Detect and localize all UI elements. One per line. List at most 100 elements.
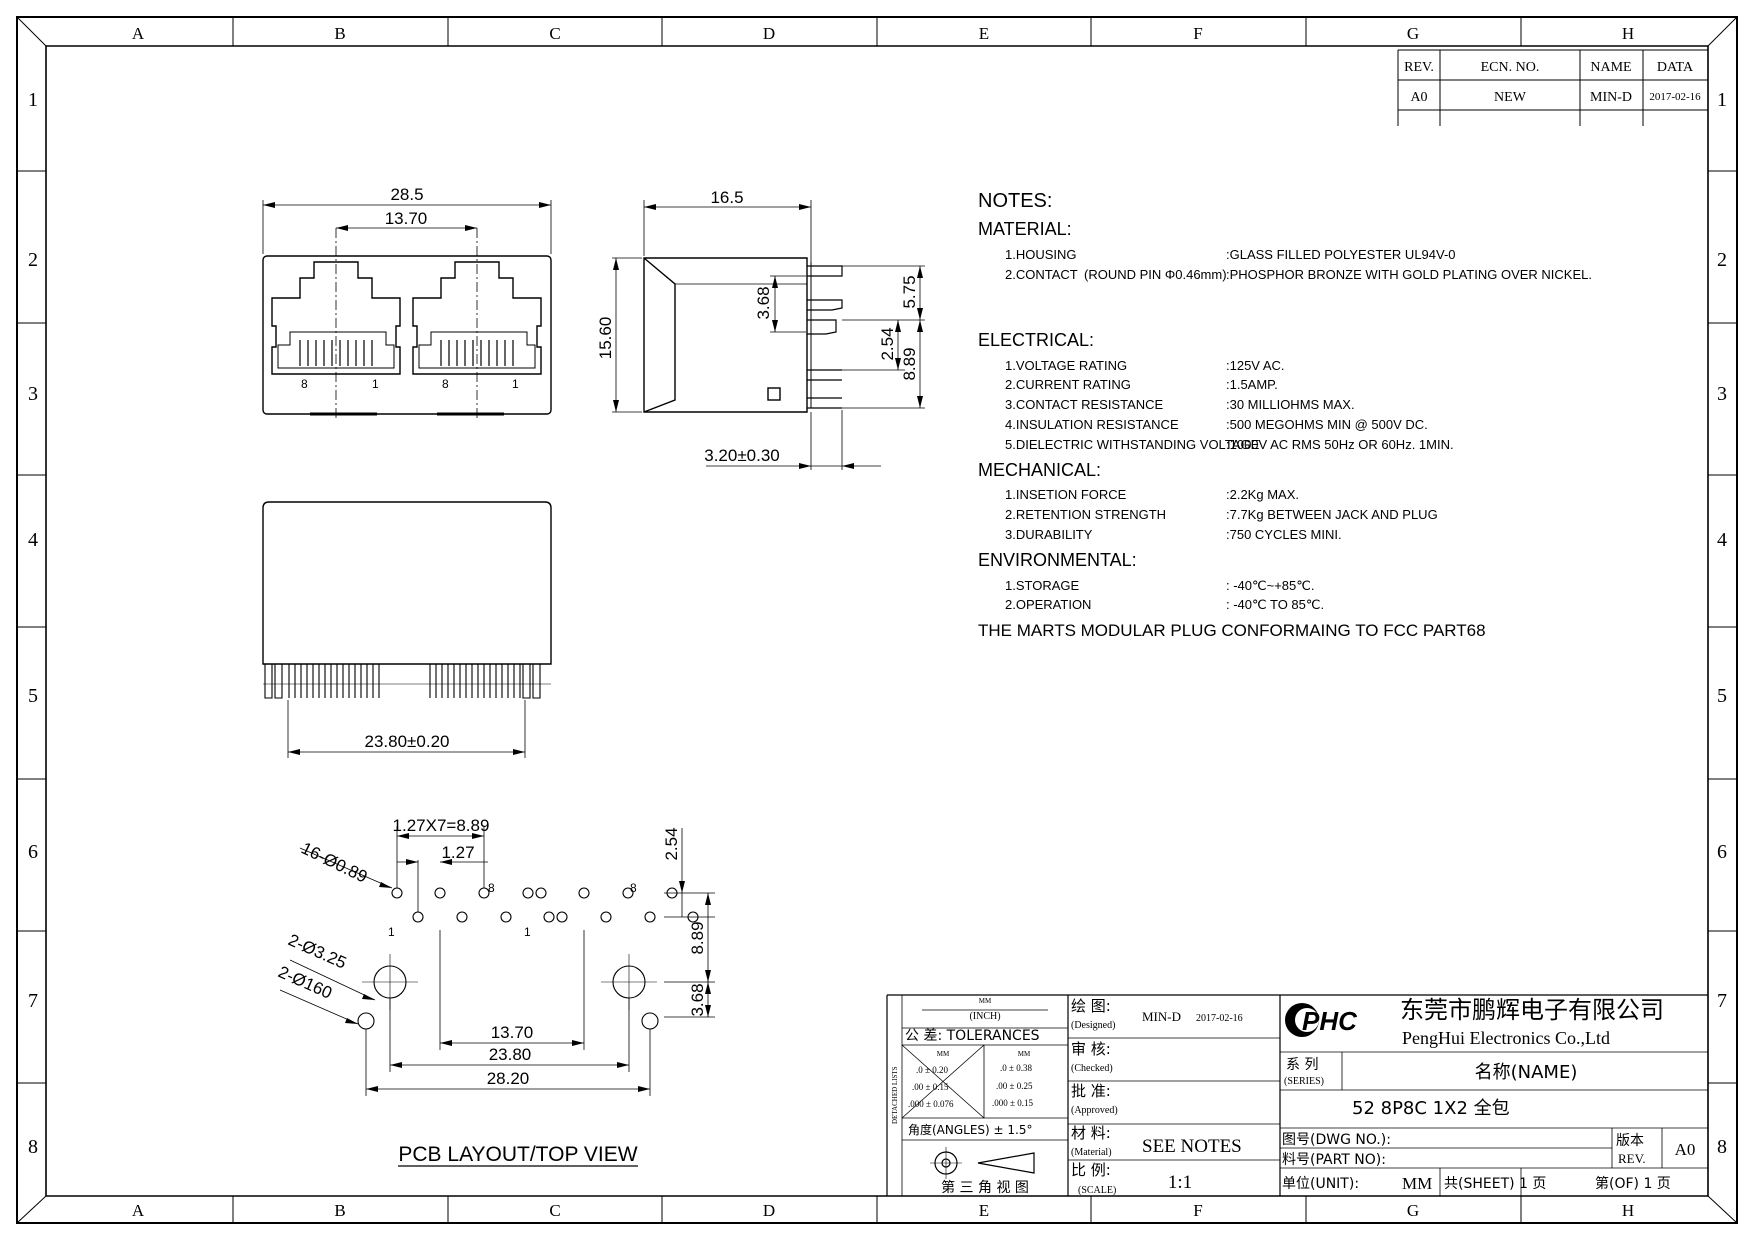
dim-side-depth: 16.5 bbox=[710, 188, 743, 207]
title-block-text: MM (INCH) 公 差: TOLERANCES MM MM .0 ± 0.2… bbox=[891, 996, 1695, 1196]
note-value: :125V AC. bbox=[1226, 358, 1285, 373]
dim-pcb-pitch: 1.27 bbox=[441, 843, 474, 862]
unit-value: MM bbox=[1402, 1174, 1432, 1193]
pin-label: 8 bbox=[442, 377, 449, 391]
approved-label-en: (Approved) bbox=[1071, 1105, 1118, 1116]
tol-value: .000 ± 0.15 bbox=[992, 1098, 1033, 1108]
pin-label: 1 bbox=[512, 377, 519, 391]
pin-label: 1 bbox=[388, 925, 395, 939]
dim-pcb-254: 2.54 bbox=[662, 827, 681, 860]
company-name-cn: 东莞市鹏辉电子有限公司 bbox=[1400, 996, 1664, 1024]
dim-side-889: 8.89 bbox=[900, 347, 919, 380]
electrical-heading: ELECTRICAL: bbox=[978, 330, 1094, 350]
note-label: 2.CURRENT RATING bbox=[1005, 377, 1131, 392]
note-label: 1.VOLTAGE RATING bbox=[1005, 358, 1127, 373]
drawn-by: MIN-D bbox=[1142, 1009, 1181, 1024]
dim-pcb-889: 8.89 bbox=[688, 921, 707, 954]
col-label: E bbox=[979, 24, 989, 43]
row-label: 8 bbox=[28, 1136, 38, 1158]
tol-value: .00 ± 0.25 bbox=[996, 1081, 1033, 1091]
dim-side-575: 5.75 bbox=[900, 275, 919, 308]
col-label: E bbox=[979, 1201, 989, 1220]
note-value: :30 MILLIOHMS MAX. bbox=[1226, 397, 1355, 412]
note-label: 2.OPERATION bbox=[1005, 597, 1091, 612]
notes-block: NOTES: MATERIAL: 1.HOUSING :GLASS FILLED… bbox=[978, 190, 1592, 640]
row-label: 2 bbox=[28, 249, 38, 271]
col-label: D bbox=[763, 24, 775, 43]
third-angle-label: 第 三 角 视 图 bbox=[941, 1179, 1029, 1196]
note-label: (ROUND PIN Φ0.46mm) bbox=[1084, 267, 1227, 282]
sheet-of: 第(OF) 1 页 bbox=[1595, 1175, 1671, 1192]
row-label: 7 bbox=[1717, 990, 1727, 1012]
unit-label: 单位(UNIT): bbox=[1282, 1176, 1359, 1192]
col-label: D bbox=[763, 1201, 775, 1220]
checked-label-en: (Checked) bbox=[1071, 1063, 1113, 1074]
pin-label: 8 bbox=[488, 881, 495, 895]
mechanical-heading: MECHANICAL: bbox=[978, 460, 1101, 480]
note-value: :7.7Kg BETWEEN JACK AND PLUG bbox=[1226, 507, 1438, 522]
dim-side-254: 2.54 bbox=[878, 327, 897, 360]
note-label: 1.INSETION FORCE bbox=[1005, 487, 1127, 502]
dim-side-height: 15.60 bbox=[596, 317, 615, 360]
series-label: 系 列 bbox=[1286, 1057, 1318, 1073]
note-value: : -40℃~+85℃. bbox=[1226, 578, 1314, 593]
revision-table bbox=[1397, 49, 1708, 126]
name-value: MIN-D bbox=[1590, 90, 1632, 105]
pin-label: 8 bbox=[630, 881, 637, 895]
dim-front-width: 28.5 bbox=[390, 185, 423, 204]
pcb-layout bbox=[279, 826, 715, 1167]
dim-pcb-1370: 13.70 bbox=[491, 1023, 534, 1042]
row-label: 5 bbox=[1717, 685, 1727, 707]
drawing-frame bbox=[16, 16, 1738, 1224]
rev-label: 版本 bbox=[1616, 1133, 1644, 1149]
note-value: :750 CYCLES MINI. bbox=[1226, 527, 1342, 542]
notes-title: NOTES: bbox=[978, 190, 1052, 212]
col-label: F bbox=[1193, 24, 1202, 43]
dim-side-368: 3.68 bbox=[754, 286, 773, 319]
ecn-value: NEW bbox=[1494, 90, 1527, 105]
note-value: :PHOSPHOR BRONZE WITH GOLD PLATING OVER … bbox=[1226, 267, 1592, 282]
note-label: 3.CONTACT RESISTANCE bbox=[1005, 397, 1164, 412]
dim-pcb-2380: 23.80 bbox=[489, 1045, 532, 1064]
revision-text: REV. ECN. NO. NAME DATA A0 NEW MIN-D 201… bbox=[1404, 60, 1701, 105]
dim-pcb-holes: 16-Ø0.89 bbox=[298, 839, 370, 887]
tol-mm-a: MM bbox=[937, 1050, 950, 1058]
row-label: 3 bbox=[1717, 383, 1727, 405]
series-label-en: (SERIES) bbox=[1284, 1076, 1324, 1087]
col-label: B bbox=[334, 24, 345, 43]
col-label: F bbox=[1193, 1201, 1202, 1220]
side-view bbox=[612, 200, 925, 470]
col-label: A bbox=[132, 1201, 145, 1220]
tol-value: .000 ± 0.076 bbox=[908, 1099, 954, 1109]
note-value: : -40℃ TO 85℃. bbox=[1226, 597, 1324, 612]
note-label: 1.HOUSING bbox=[1005, 247, 1077, 262]
pin-label: 8 bbox=[301, 377, 308, 391]
material-value: SEE NOTES bbox=[1142, 1136, 1242, 1157]
col-label: C bbox=[549, 1201, 560, 1220]
drawn-label-en: (Designed) bbox=[1071, 1020, 1115, 1031]
tol-value: .0 ± 0.38 bbox=[1000, 1063, 1032, 1073]
pin-label: 1 bbox=[524, 925, 531, 939]
dim-bottom-width: 23.80±0.20 bbox=[365, 732, 450, 751]
environmental-heading: ENVIRONMENTAL: bbox=[978, 550, 1137, 570]
note-value: :1.5AMP. bbox=[1226, 377, 1278, 392]
row-label: 6 bbox=[1717, 841, 1727, 863]
col-label: B bbox=[334, 1201, 345, 1220]
row-label: 1 bbox=[1717, 89, 1727, 111]
pcb-view-title: PCB LAYOUT/TOP VIEW bbox=[398, 1143, 637, 1166]
rev-value: A0 bbox=[1410, 90, 1427, 105]
bottom-view bbox=[262, 501, 552, 758]
note-value: :2.2Kg MAX. bbox=[1226, 487, 1299, 502]
company-name-en: PengHui Electronics Co.,Ltd bbox=[1402, 1028, 1610, 1048]
note-label: 2.RETENTION STRENGTH bbox=[1005, 507, 1166, 522]
title-block bbox=[886, 994, 1708, 1196]
dim-pcb-pitch-total: 1.27X7=8.89 bbox=[393, 816, 490, 835]
note-value: :500 MEGOHMS MIN @ 500V DC. bbox=[1226, 417, 1428, 432]
row-label: 8 bbox=[1717, 1136, 1727, 1158]
scale-label-en: (SCALE) bbox=[1078, 1185, 1116, 1196]
rev-header: REV. bbox=[1404, 60, 1434, 75]
row-label: 3 bbox=[28, 383, 38, 405]
detached-lists: DETACHED LISTS bbox=[891, 1066, 899, 1124]
note-label: 3.DURABILITY bbox=[1005, 527, 1093, 542]
